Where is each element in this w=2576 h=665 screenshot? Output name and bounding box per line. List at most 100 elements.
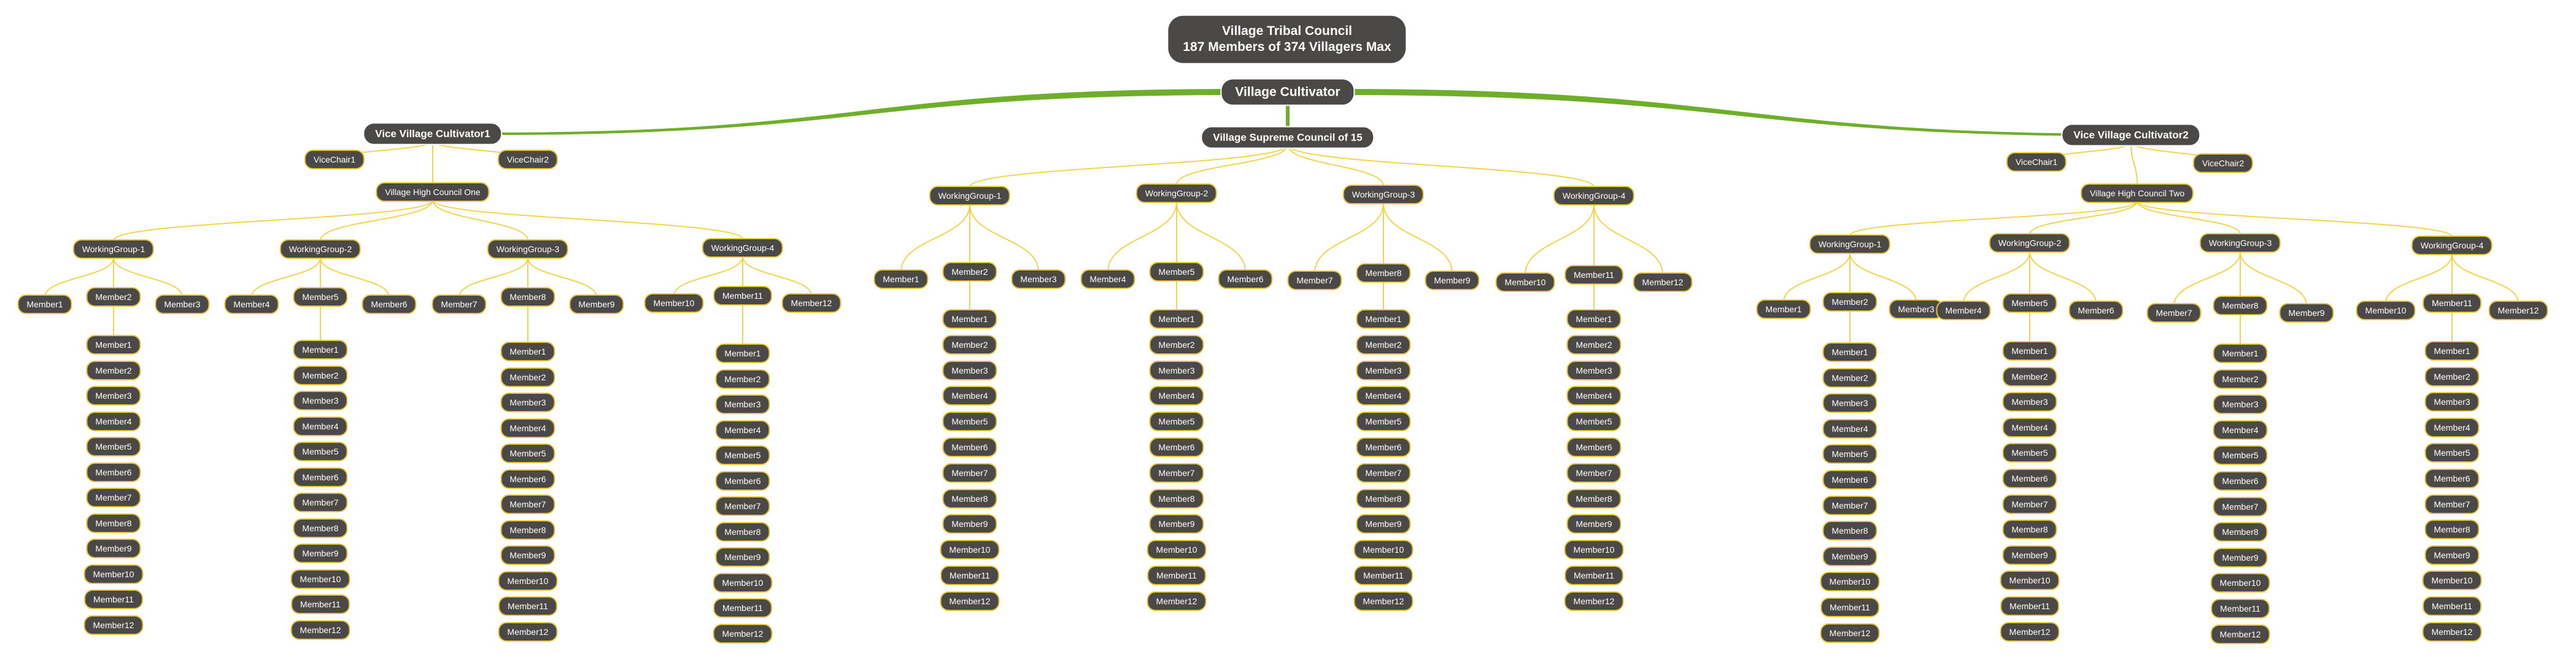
supreme-group-2-member[interactable]: Member4 bbox=[1080, 269, 1135, 289]
hc2-group-1-sub-member[interactable]: Member5 bbox=[1822, 444, 1878, 464]
supreme-group-1-sub-member[interactable]: Member8 bbox=[942, 488, 997, 509]
supreme-group-2-sub-member[interactable]: Member6 bbox=[1149, 437, 1204, 457]
supreme-group-3-sub-member[interactable]: Member3 bbox=[1356, 360, 1411, 380]
hc2-group-1-sub-member[interactable]: Member1 bbox=[1822, 342, 1878, 362]
hc2-group-2-working-group[interactable]: WorkingGroup-2 bbox=[1989, 233, 2071, 253]
supreme-council-node[interactable]: Village Supreme Council of 15 bbox=[1201, 126, 1375, 149]
hc1-group-2-sub-member[interactable]: Member10 bbox=[290, 569, 350, 589]
hc2-group-3-sub-member[interactable]: Member10 bbox=[2210, 573, 2270, 593]
supreme-group-1-sub-member[interactable]: Member4 bbox=[942, 386, 997, 406]
hc1-group-2-working-group[interactable]: WorkingGroup-2 bbox=[279, 239, 362, 259]
supreme-group-1-sub-member[interactable]: Member2 bbox=[942, 334, 997, 355]
hc2-group-3-sub-member[interactable]: Member9 bbox=[2213, 547, 2268, 567]
hc2-group-3-sub-member[interactable]: Member2 bbox=[2213, 369, 2268, 389]
hc2-group-4-sub-member[interactable]: Member4 bbox=[2424, 417, 2480, 437]
hc2-group-4-sub-member[interactable]: Member2 bbox=[2424, 366, 2480, 386]
hc1-group-4-working-group[interactable]: WorkingGroup-4 bbox=[702, 238, 784, 258]
hc1-group-3-sub-member[interactable]: Member4 bbox=[500, 418, 555, 438]
supreme-group-4-sub-member[interactable]: Member2 bbox=[1566, 334, 1622, 355]
hc1-group-1-sub-member[interactable]: Member2 bbox=[86, 360, 141, 380]
supreme-group-2-sub-member[interactable]: Member8 bbox=[1149, 488, 1204, 509]
hc2-group-1-sub-member[interactable]: Member12 bbox=[1820, 623, 1880, 643]
supreme-group-4-sub-member[interactable]: Member9 bbox=[1566, 514, 1622, 534]
supreme-group-3-sub-member[interactable]: Member10 bbox=[1353, 540, 1414, 560]
hc1-group-3-sub-member[interactable]: Member9 bbox=[500, 545, 555, 565]
supreme-group-3-sub-member[interactable]: Member9 bbox=[1356, 514, 1411, 534]
hc1-group-3-sub-member[interactable]: Member6 bbox=[500, 469, 555, 489]
vice-cultivator-2-node[interactable]: Vice Village Cultivator2 bbox=[2061, 123, 2201, 147]
hc2-group-2-member[interactable]: Member4 bbox=[1936, 301, 1991, 320]
supreme-group-2-sub-member[interactable]: Member9 bbox=[1149, 514, 1204, 534]
hc1-group-2-sub-member[interactable]: Member2 bbox=[293, 365, 348, 385]
hc1-group-2-member[interactable]: Member6 bbox=[362, 294, 417, 314]
hc2-group-1-sub-member[interactable]: Member3 bbox=[1822, 393, 1878, 413]
supreme-group-4-member[interactable]: Member12 bbox=[1633, 272, 1693, 292]
hc2-group-2-member[interactable]: Member5 bbox=[2002, 293, 2057, 313]
hc1-group-3-member[interactable]: Member8 bbox=[500, 287, 555, 307]
supreme-group-4-sub-member[interactable]: Member1 bbox=[1566, 309, 1622, 329]
hc1-group-1-working-group[interactable]: WorkingGroup-1 bbox=[72, 239, 155, 259]
hc1-group-1-sub-member[interactable]: Member1 bbox=[86, 335, 141, 355]
hc1-group-1-member[interactable]: Member3 bbox=[155, 294, 210, 314]
supreme-group-3-sub-member[interactable]: Member7 bbox=[1356, 463, 1411, 483]
hc2-group-4-member[interactable]: Member11 bbox=[2423, 293, 2481, 313]
supreme-group-4-sub-member[interactable]: Member7 bbox=[1566, 463, 1622, 483]
supreme-group-3-member[interactable]: Member7 bbox=[1287, 271, 1342, 290]
hc1-group-2-sub-member[interactable]: Member3 bbox=[293, 391, 348, 410]
hc2-group-3-member[interactable]: Member8 bbox=[2213, 296, 2268, 315]
hc1-group-4-member[interactable]: Member10 bbox=[644, 293, 704, 313]
hc1-group-3-sub-member[interactable]: Member5 bbox=[500, 444, 555, 463]
supreme-group-2-member[interactable]: Member5 bbox=[1149, 262, 1204, 282]
supreme-group-2-sub-member[interactable]: Member3 bbox=[1149, 360, 1204, 380]
hc2-group-1-sub-member[interactable]: Member11 bbox=[1820, 598, 1879, 617]
supreme-group-4-sub-member[interactable]: Member4 bbox=[1566, 386, 1622, 406]
high-council-one-node[interactable]: Village High Council One bbox=[376, 182, 490, 202]
hc2-group-2-sub-member[interactable]: Member4 bbox=[2002, 417, 2057, 437]
hc1-group-4-sub-member[interactable]: Member7 bbox=[715, 496, 770, 516]
hc1-group-3-sub-member[interactable]: Member11 bbox=[498, 596, 557, 616]
hc2-group-2-sub-member[interactable]: Member10 bbox=[2000, 571, 2060, 591]
hc1-group-3-sub-member[interactable]: Member3 bbox=[500, 393, 555, 412]
hc2-group-3-sub-member[interactable]: Member6 bbox=[2213, 471, 2268, 491]
high-council-two-node[interactable]: Village High Council Two bbox=[2080, 183, 2194, 203]
hc2-group-3-sub-member[interactable]: Member12 bbox=[2210, 624, 2270, 644]
supreme-group-3-sub-member[interactable]: Member2 bbox=[1356, 334, 1411, 355]
hc1-group-4-sub-member[interactable]: Member11 bbox=[713, 598, 772, 618]
hc2-group-1-member[interactable]: Member2 bbox=[1822, 292, 1878, 312]
supreme-group-4-sub-member[interactable]: Member11 bbox=[1565, 566, 1623, 585]
supreme-group-1-sub-member[interactable]: Member11 bbox=[940, 566, 999, 585]
hc2-group-3-sub-member[interactable]: Member8 bbox=[2213, 522, 2268, 542]
supreme-group-2-sub-member[interactable]: Member5 bbox=[1149, 412, 1204, 432]
supreme-group-4-sub-member[interactable]: Member5 bbox=[1566, 412, 1622, 432]
hc1-group-1-sub-member[interactable]: Member9 bbox=[86, 539, 141, 558]
hc2-group-2-sub-member[interactable]: Member12 bbox=[2000, 621, 2060, 642]
hc2-group-4-sub-member[interactable]: Member8 bbox=[2424, 520, 2480, 540]
hc2-group-3-sub-member[interactable]: Member4 bbox=[2213, 420, 2268, 440]
hc1-group-3-member[interactable]: Member7 bbox=[431, 294, 487, 314]
hc1-group-4-sub-member[interactable]: Member5 bbox=[715, 445, 770, 465]
supreme-group-4-member[interactable]: Member10 bbox=[1495, 272, 1555, 292]
supreme-group-2-sub-member[interactable]: Member10 bbox=[1147, 540, 1207, 560]
supreme-group-1-sub-member[interactable]: Member12 bbox=[940, 591, 1000, 611]
hc1-group-1-sub-member[interactable]: Member7 bbox=[86, 488, 141, 507]
central-node[interactable]: Village Cultivator bbox=[1220, 78, 1355, 106]
supreme-group-1-sub-member[interactable]: Member7 bbox=[942, 463, 997, 483]
hc2-group-1-sub-member[interactable]: Member2 bbox=[1822, 367, 1878, 388]
hc1-group-4-sub-member[interactable]: Member4 bbox=[715, 420, 770, 440]
hc2-group-4-sub-member[interactable]: Member3 bbox=[2424, 392, 2480, 412]
hc2-group-2-sub-member[interactable]: Member11 bbox=[2000, 596, 2059, 616]
hc1-group-2-member[interactable]: Member5 bbox=[293, 287, 348, 307]
hc1-group-2-sub-member[interactable]: Member11 bbox=[291, 594, 350, 614]
hc1-group-4-sub-member[interactable]: Member9 bbox=[715, 547, 770, 567]
hc2-group-2-sub-member[interactable]: Member9 bbox=[2002, 545, 2057, 565]
hc2-group-1-member[interactable]: Member1 bbox=[1756, 299, 1811, 319]
hc2-group-4-sub-member[interactable]: Member12 bbox=[2422, 621, 2482, 642]
hc1-group-3-sub-member[interactable]: Member8 bbox=[500, 520, 555, 540]
supreme-group-1-sub-member[interactable]: Member6 bbox=[942, 437, 997, 457]
hc2-group-1-sub-member[interactable]: Member9 bbox=[1822, 546, 1878, 566]
hc2-group-2-member[interactable]: Member6 bbox=[2068, 301, 2124, 320]
hc2-group-1-working-group[interactable]: WorkingGroup-1 bbox=[1809, 234, 1891, 254]
hc1-group-2-sub-member[interactable]: Member8 bbox=[293, 518, 348, 538]
hc2-group-4-sub-member[interactable]: Member1 bbox=[2424, 341, 2480, 361]
hc2-group-3-sub-member[interactable]: Member11 bbox=[2211, 599, 2270, 618]
